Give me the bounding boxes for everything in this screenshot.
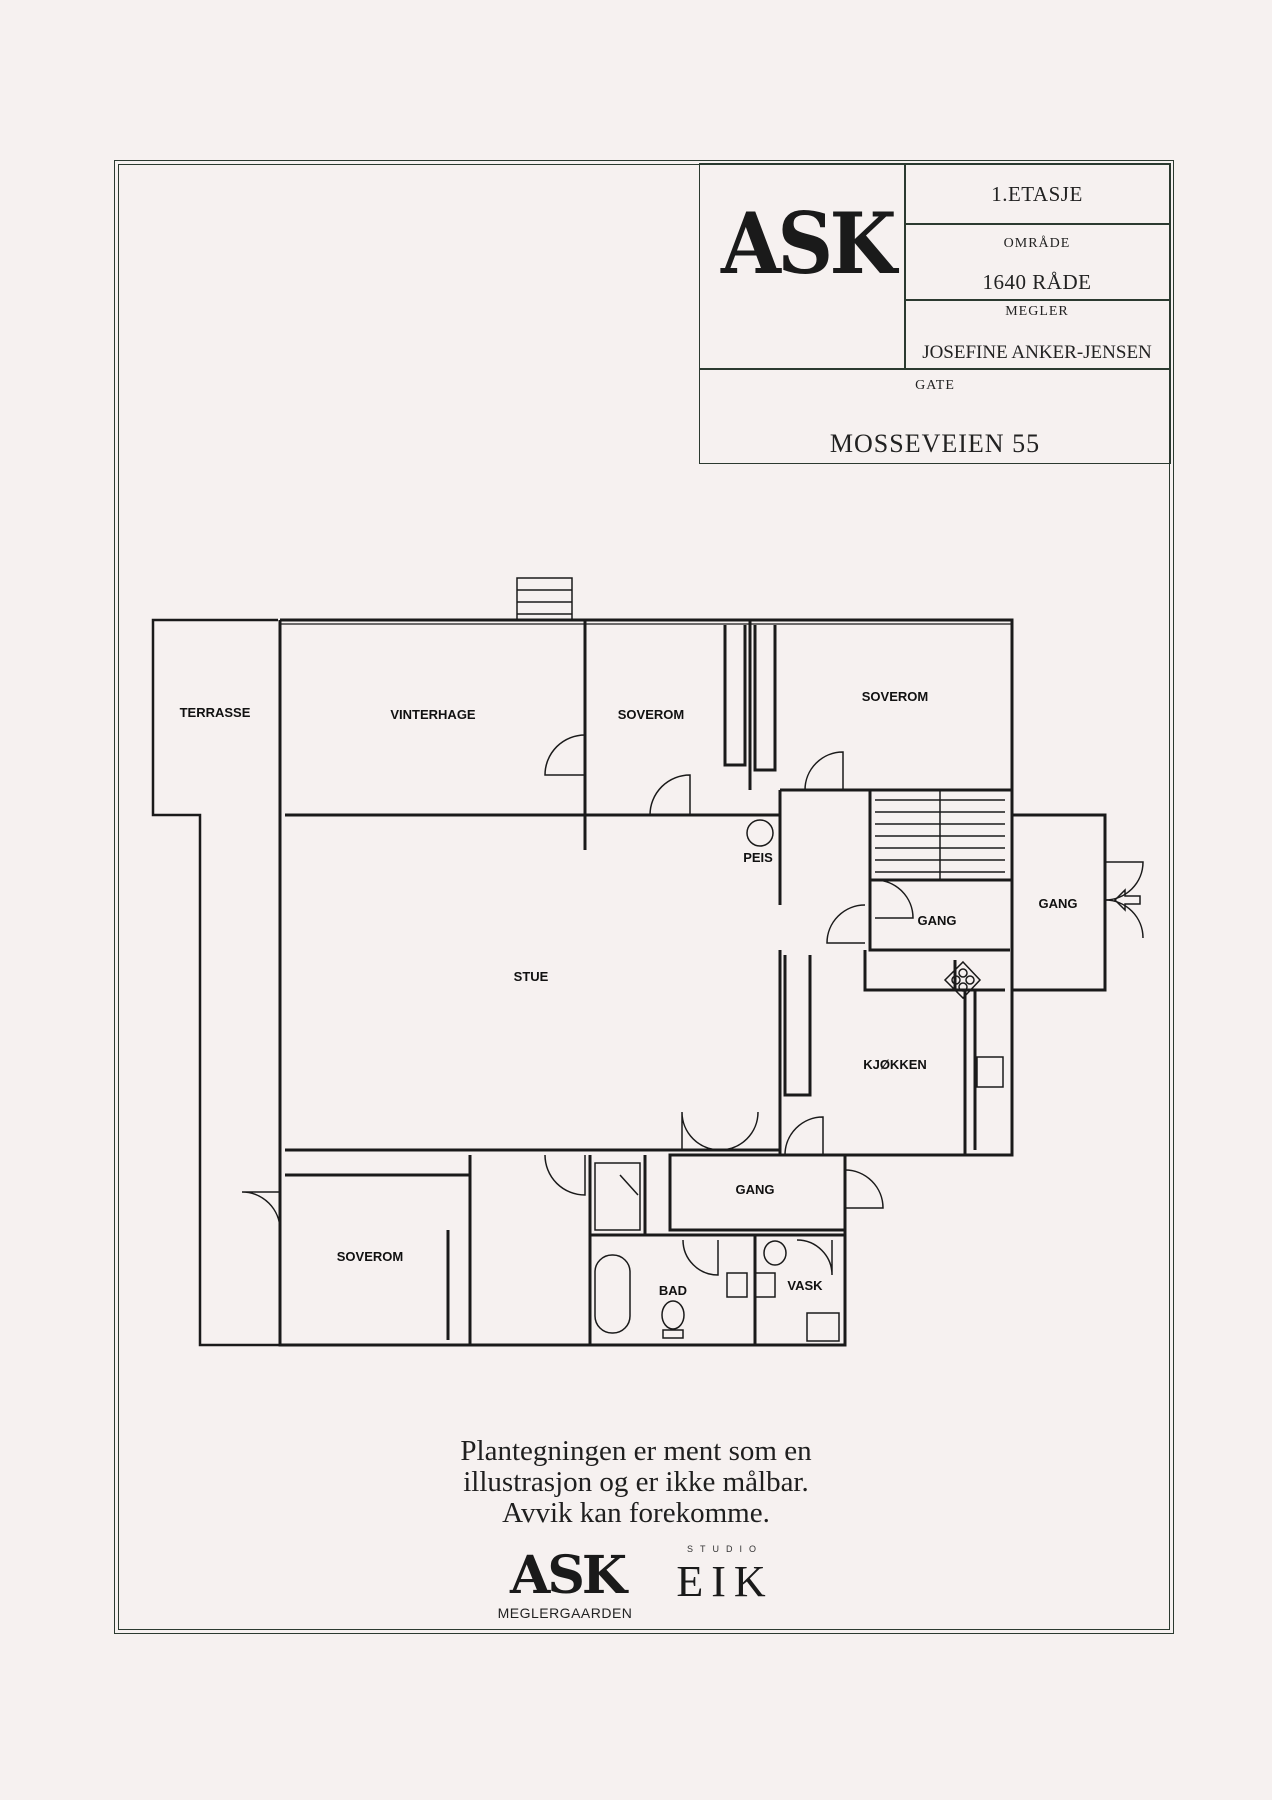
street-label: GATE — [915, 378, 955, 393]
eik-logo: EIK — [676, 1557, 774, 1606]
area-value: 1640 RÅDE — [982, 270, 1092, 294]
label-kjokken: KJØKKEN — [863, 1057, 927, 1072]
label-terrasse: TERRASSE — [180, 705, 251, 720]
disclaimer: Plantegningen er ment som en illustrasjo… — [336, 1436, 936, 1529]
label-gang-lower: GANG — [736, 1182, 775, 1197]
footer-ask-logo: ASK — [510, 1545, 627, 1606]
label-peis: PEIS — [743, 850, 773, 865]
disclaimer-line-3: Avvik kan forekomme. — [502, 1497, 770, 1529]
label-gang-stair: GANG — [918, 913, 957, 928]
footer-ask-subtitle: MEGLERGAARDEN — [497, 1605, 633, 1621]
label-soverom-top: SOVEROM — [618, 707, 684, 722]
broker-value: JOSEFINE ANKER-JENSEN — [922, 342, 1152, 363]
disclaimer-line-2: illustrasjon og er ikke målbar. — [463, 1466, 809, 1498]
disclaimer-line-1: Plantegningen er ment som en — [460, 1435, 812, 1467]
outer-frame — [114, 160, 1174, 1634]
floor-value: 1.ETASJE — [991, 182, 1083, 206]
label-bad: BAD — [659, 1283, 687, 1298]
label-soverom-lower: SOVEROM — [337, 1249, 403, 1264]
broker-label: MEGLER — [1005, 304, 1069, 319]
studio-label: STUDIO — [686, 1544, 763, 1554]
label-stue: STUE — [514, 969, 549, 984]
label-soverom-right: SOVEROM — [862, 689, 928, 704]
street-value: MOSSEVEIEN 55 — [829, 429, 1041, 458]
label-vinterhage: VINTERHAGE — [390, 707, 476, 722]
label-gang-entry: GANG — [1039, 896, 1078, 911]
ask-logo: ASK — [721, 194, 897, 293]
label-vask: VASK — [787, 1278, 823, 1293]
inner-frame — [118, 164, 1170, 1630]
title-block: ASK 1.ETASJE OMRÅDE 1640 RÅDE MEGLER JOS… — [699, 163, 1171, 464]
area-label: OMRÅDE — [1003, 236, 1071, 251]
